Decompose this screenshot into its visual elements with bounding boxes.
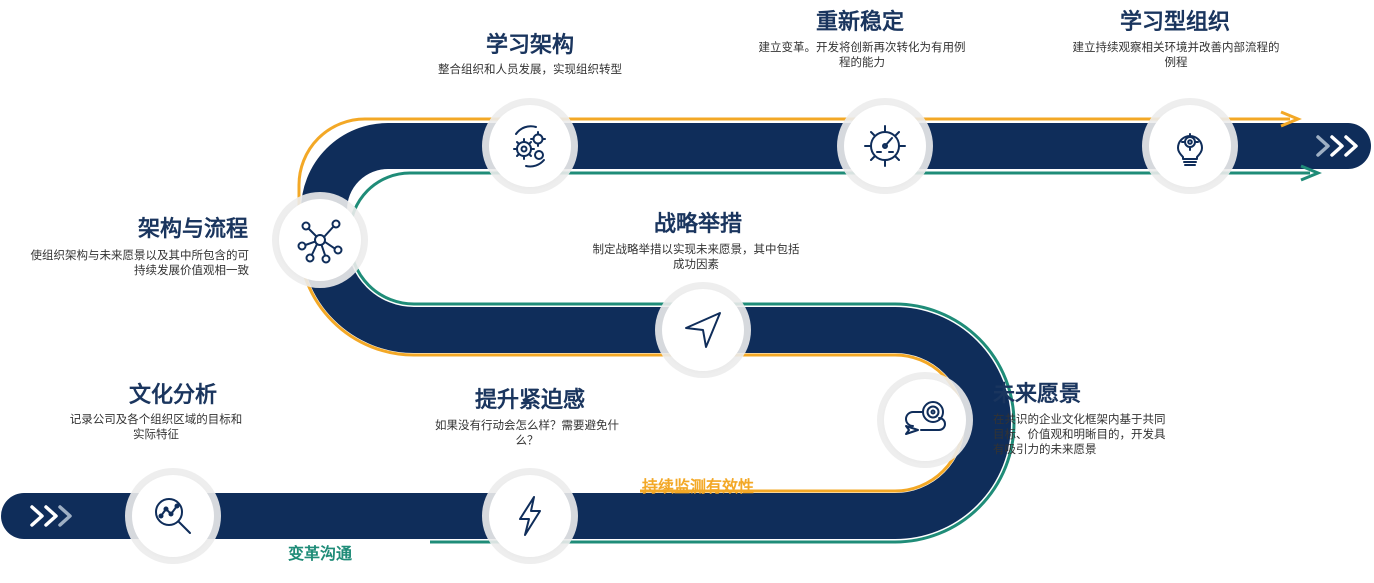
culture-title: 文化分析 — [128, 383, 217, 408]
architect-title: 学习架构 — [485, 33, 574, 58]
target-arrow-icon — [905, 401, 946, 435]
brain-gear-icon — [1177, 133, 1203, 166]
architect-desc: 整合组织和人员发展，实现组织转型 — [438, 62, 622, 76]
urgency-desc: 如果没有行动会怎么样？需要避免什么？ — [435, 418, 619, 447]
urgency-title: 提升紧迫感 — [474, 388, 585, 413]
vision-title: 未来愿景 — [993, 382, 1082, 407]
strategy-node — [662, 289, 744, 371]
vision-node — [884, 379, 966, 461]
lightning-icon — [519, 496, 541, 536]
learning-node — [1149, 105, 1231, 187]
process-desc: 使组织架构与未来愿景以及其中所包含的可持续发展价值观相一致 — [30, 248, 250, 277]
stabilize-desc: 建立变革。开发将创新再次转化为有用例程的能力 — [758, 40, 966, 69]
strategy-title: 战略举措 — [653, 212, 742, 237]
process-title: 架构与流程 — [137, 217, 248, 242]
navigation-arrow-icon — [685, 312, 721, 348]
communication-label: 变革沟通 — [288, 544, 353, 563]
architect-node — [489, 105, 571, 187]
orange-rail — [297, 117, 1290, 493]
teal-arrowhead — [1300, 164, 1322, 182]
end-chevrons-icon — [1316, 135, 1358, 157]
stabilize-title: 重新稳定 — [815, 10, 904, 35]
strategy-desc: 制定战略举措以实现未来愿景，其中包括成功因素 — [592, 242, 800, 271]
teal-rail — [348, 171, 1310, 544]
process-node — [279, 199, 361, 281]
analysis-search-icon — [155, 498, 191, 534]
gears-cycle-icon — [513, 125, 546, 168]
network-icon — [297, 219, 343, 264]
learning-desc: 建立持续观察相关环境并改善内部流程的例程 — [1072, 40, 1280, 69]
learning-title: 学习型组织 — [1119, 10, 1230, 35]
urgency-node — [489, 475, 571, 557]
vision-desc: 在共识的企业文化框架内基于共同目标、价值观和明晰目的，开发具有吸引力的未来愿景 — [993, 412, 1166, 456]
orange-arrowhead — [1280, 110, 1302, 128]
culture-desc: 记录公司及各个组织区域的目标和实际特征 — [69, 412, 243, 441]
start-chevrons-icon — [30, 505, 72, 527]
stabilize-node — [844, 105, 926, 187]
culture-node — [132, 475, 214, 557]
gauge-gear-icon — [864, 125, 906, 167]
monitor-label: 持续监测有效性 — [642, 477, 755, 496]
road-band — [1, 123, 1371, 539]
